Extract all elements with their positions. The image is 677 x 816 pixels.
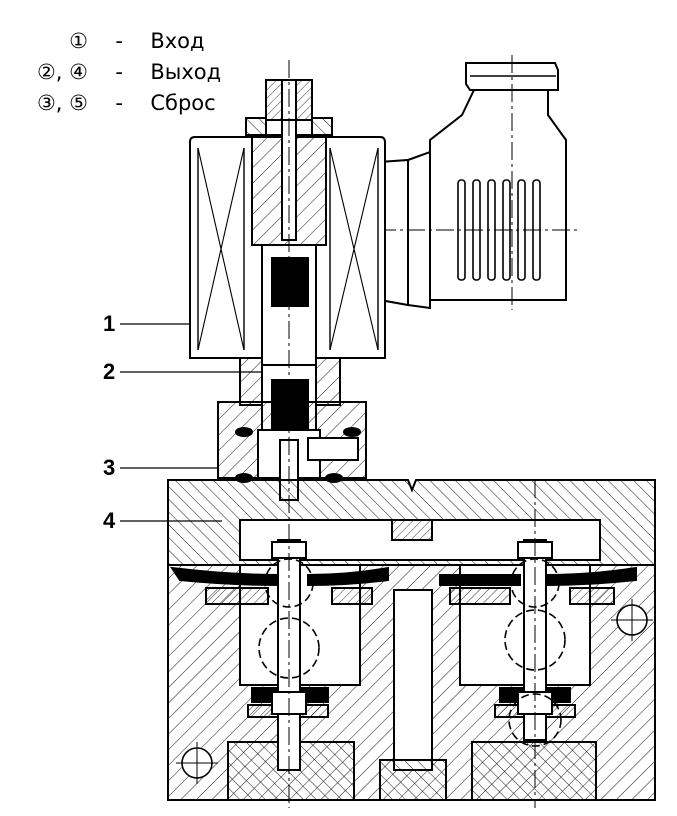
port-fitting-center <box>379 759 447 801</box>
port-fitting-right <box>471 741 597 801</box>
main-body <box>167 479 656 801</box>
center-axes <box>288 60 536 808</box>
diaphragm-right-b <box>547 566 637 587</box>
top-nut-left <box>245 117 267 136</box>
coil-windings <box>197 147 379 351</box>
part-label-4: 4 <box>103 508 116 533</box>
hole-centerlines <box>176 599 653 784</box>
inlet-channel <box>393 589 433 771</box>
diaphragm-left-b <box>307 566 389 587</box>
part-label-1: 1 <box>103 311 116 336</box>
pilot-body <box>217 401 367 501</box>
top-nut-right <box>311 117 333 136</box>
plunger-seal-upper <box>271 257 309 307</box>
legend-outlet: ②, ④ - Выход <box>0 59 221 85</box>
diaphragm-right-a <box>439 573 521 586</box>
legend-inlet-symbols: ① <box>69 29 88 53</box>
legend-inlet-text: Вход <box>150 29 205 53</box>
connector-plug <box>378 55 578 310</box>
legend-outlet-text: Выход <box>150 60 222 84</box>
legend-outlet-symbols: ②, ④ <box>36 60 88 84</box>
part-label-3: 3 <box>103 455 116 480</box>
legend-exhaust-text: Сброс <box>150 91 216 115</box>
legend-exhaust: ③, ⑤ - Сброс <box>0 90 216 116</box>
manual-override <box>307 437 359 461</box>
legend-exhaust-symbols: ③, ⑤ <box>36 91 88 115</box>
legend-outlet-dash: - <box>115 60 123 84</box>
legend-inlet-dash: - <box>115 29 123 53</box>
part-label-2: 2 <box>103 359 116 384</box>
legend-exhaust-dash: - <box>115 91 123 115</box>
legend-inlet: ① - Вход <box>0 28 205 54</box>
connector-body <box>429 89 567 301</box>
